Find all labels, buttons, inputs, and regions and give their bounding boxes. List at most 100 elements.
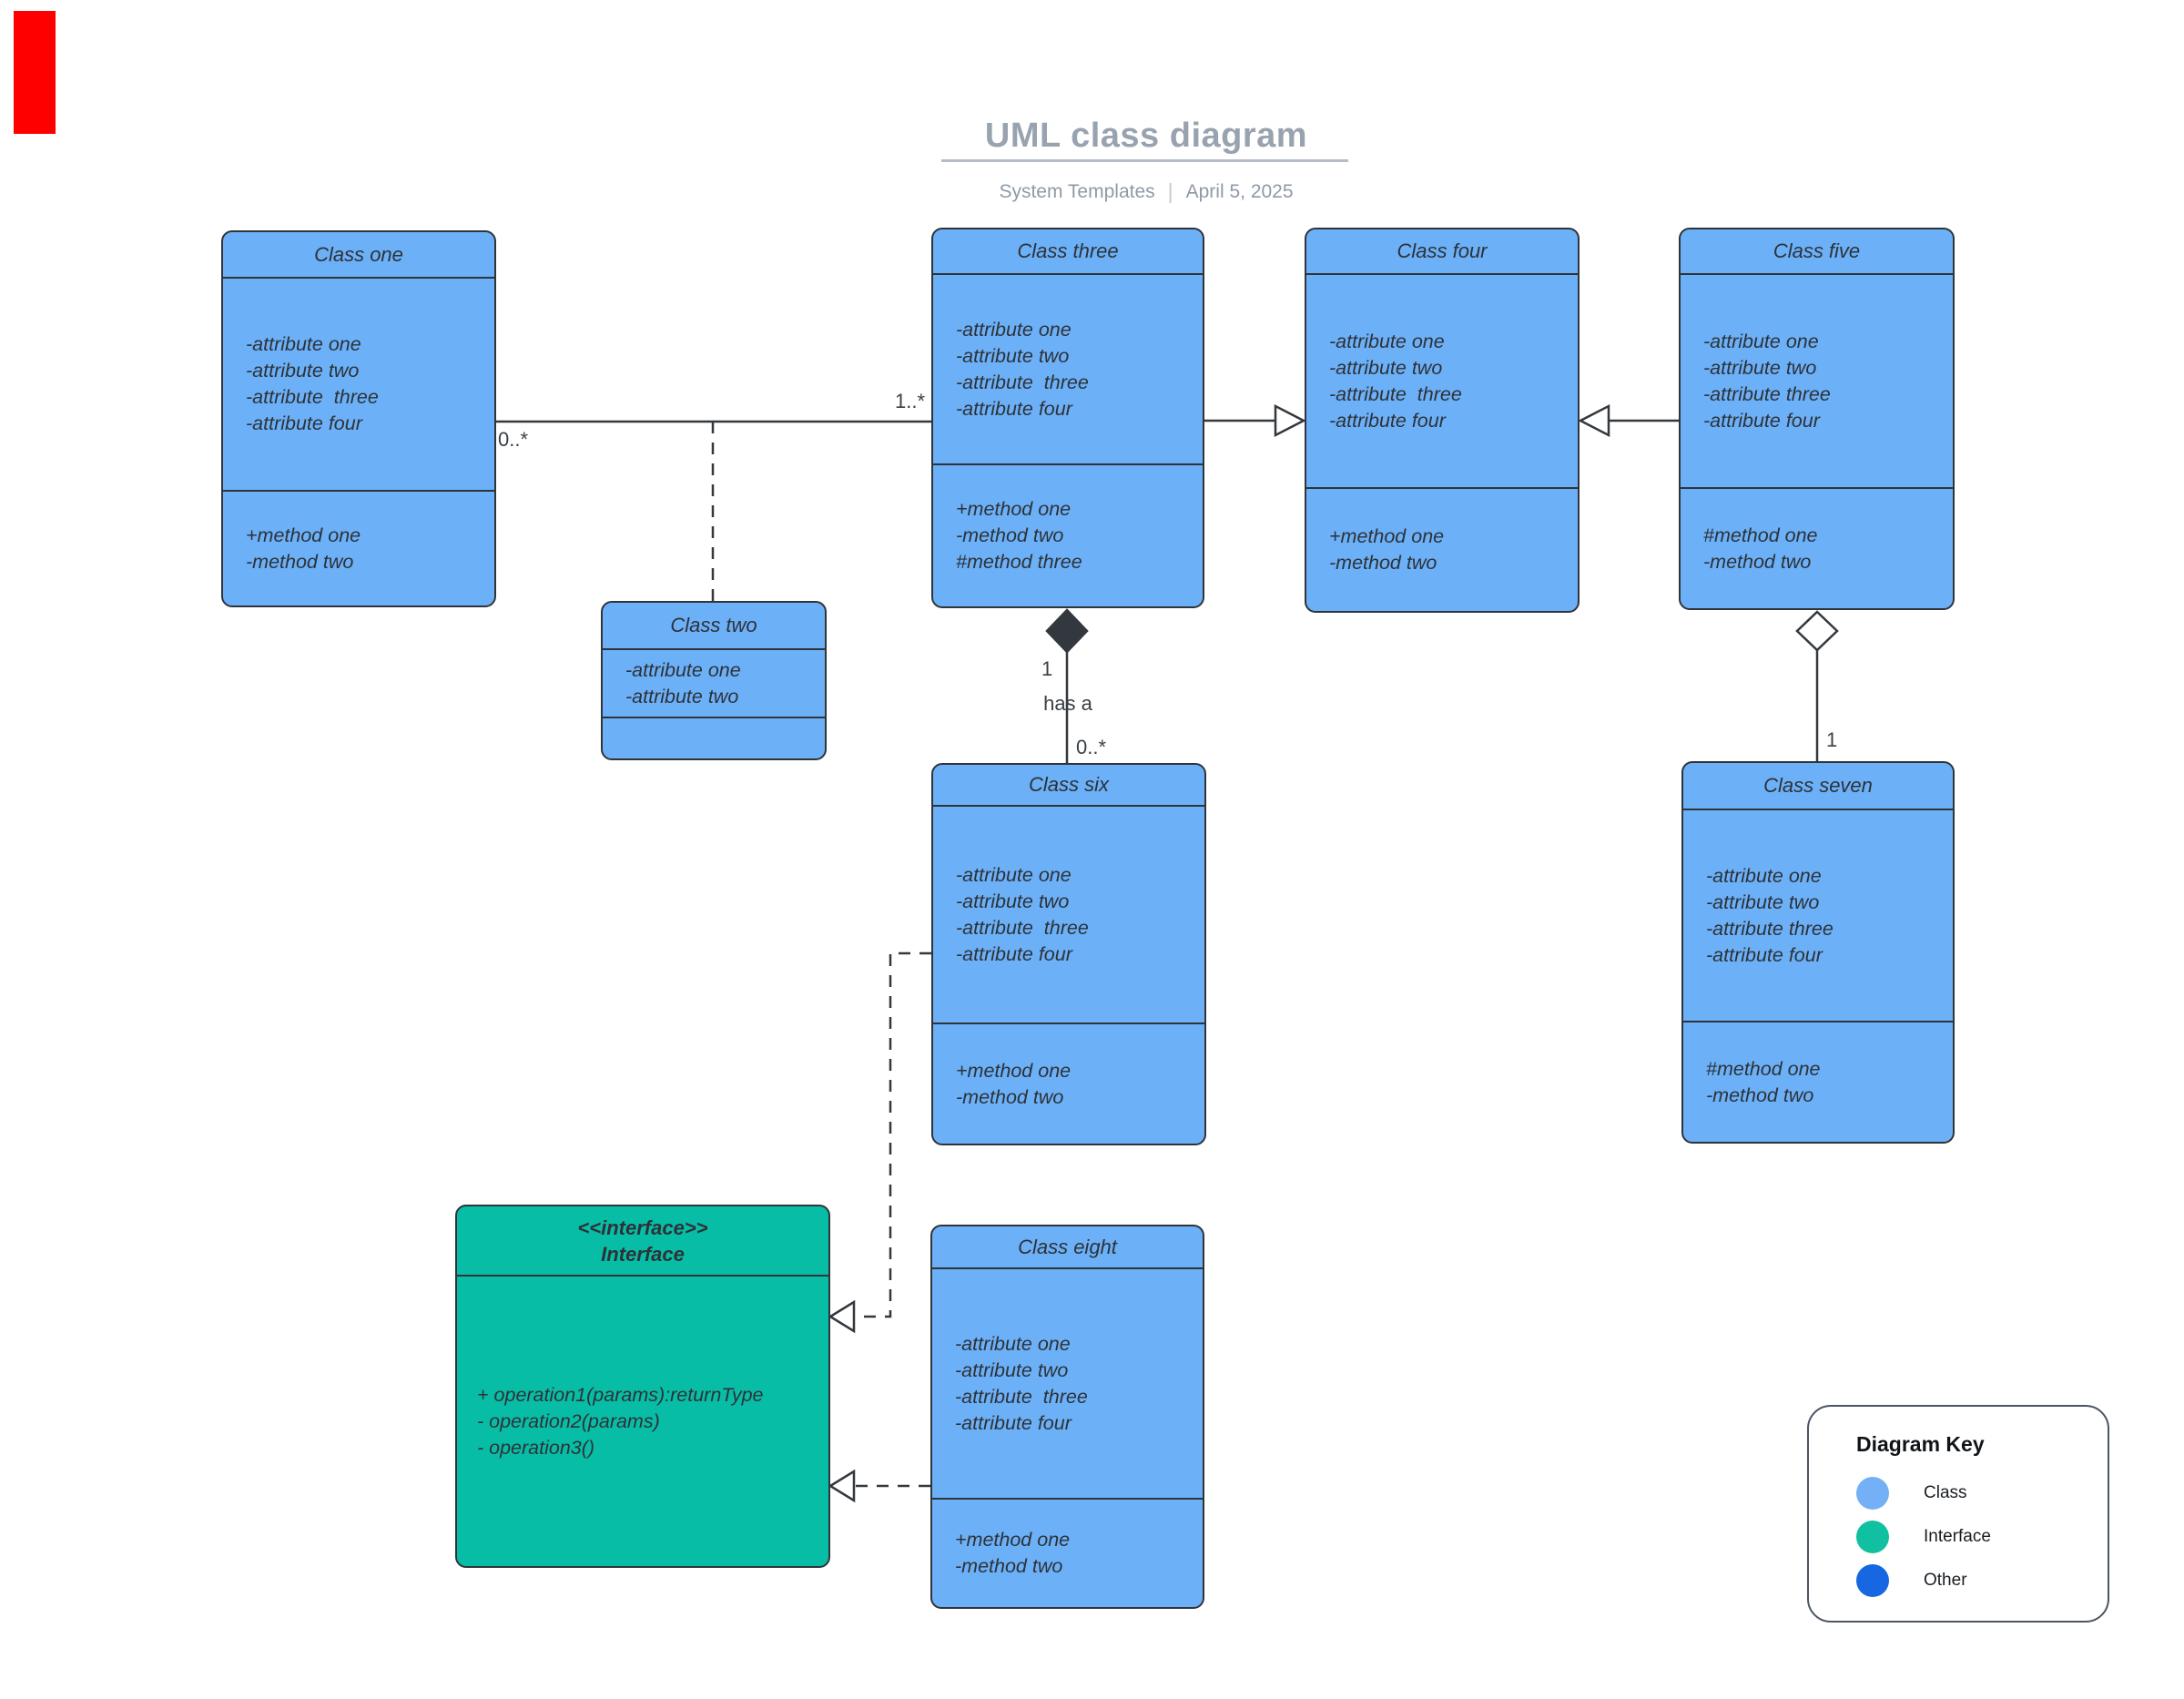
class-attributes: -attribute one -attribute two -attribute t… — [1683, 809, 1953, 1021]
red-marker-rectangle — [14, 11, 56, 134]
text-line: +method one — [956, 1059, 1072, 1082]
text-line: -attribute four — [1706, 943, 1823, 966]
text-line: -attribute one — [1703, 330, 1819, 352]
text-line: -attribute three — [956, 371, 1089, 393]
class-box-class-one[interactable]: Class one -attribute one-attribute two-a… — [221, 230, 496, 607]
text-line: - operation3() — [477, 1436, 595, 1459]
class-box-class-seven[interactable]: Class seven -attribute one -attribute two… — [1681, 761, 1955, 1144]
text-line: -attribute two — [1706, 890, 1820, 913]
text-line: -attribute three — [1703, 382, 1831, 405]
composition-diamond-icon — [1045, 608, 1089, 654]
class-attributes: -attribute one -attribute two -attribute t… — [223, 277, 494, 490]
realization-arrowhead-top — [828, 1299, 856, 1334]
text-line: -attribute three — [956, 916, 1089, 939]
class-title: Class three — [1017, 239, 1119, 262]
diagram-header: UML class diagram System Templates | Apr… — [850, 117, 1442, 204]
text-line: -method two — [1706, 1083, 1814, 1106]
class-attributes: -attribute one -attribute two -attribute t… — [932, 1267, 1203, 1498]
legend-item-other: Other — [1856, 1564, 1967, 1597]
class-title: Class one — [314, 242, 403, 266]
class-box-class-eight[interactable]: Class eight -attribute one -attribute two… — [930, 1225, 1204, 1609]
text-line: -method two — [1329, 552, 1437, 574]
text-line: -attribute four — [1329, 409, 1446, 432]
realization-line-class-six — [854, 951, 931, 1318]
class-attributes: -attribute one -attribute two — [603, 648, 825, 717]
class-box-class-four[interactable]: Class four -attribute one-attribute two-… — [1305, 228, 1580, 613]
text-line: -attribute two — [1329, 356, 1443, 379]
text-line: -attribute three — [246, 386, 379, 408]
text-line: -attribute four — [1703, 409, 1820, 432]
interface-name: Interface — [601, 1242, 685, 1266]
text-line: -attribute one — [956, 863, 1072, 886]
class-methods: +method one -method two — [223, 490, 494, 605]
text-line: -attribute two — [625, 685, 739, 707]
class-box-class-five[interactable]: Class five -attribute one-attribute two-… — [1679, 228, 1955, 610]
interface-color-swatch — [1856, 1521, 1889, 1553]
interface-title: <<interface>> Interface — [457, 1206, 828, 1275]
text-line: +method one — [1329, 525, 1445, 547]
text-line: + operation1(params):returnType — [477, 1383, 764, 1406]
text-line: -attribute four — [246, 412, 362, 434]
multiplicity-association-source: 0..* — [498, 428, 529, 451]
text-line: -attribute two — [246, 360, 360, 382]
class-methods — [603, 717, 825, 758]
class-title: Class five — [1773, 239, 1861, 262]
text-line: #method one — [1706, 1057, 1821, 1080]
text-line: -attribute one — [1706, 864, 1822, 887]
class-methods: #method one -method two — [1683, 1021, 1953, 1142]
legend-item-class: Class — [1856, 1477, 1967, 1510]
text-line: -method two — [1703, 550, 1812, 573]
interface-box[interactable]: <<interface>> Interface + operation1(par… — [455, 1205, 830, 1568]
text-line: -attribute one — [956, 318, 1072, 341]
class-box-class-three[interactable]: Class three -attribute one -attribute two… — [931, 228, 1204, 608]
text-line: -attribute three — [1329, 382, 1462, 405]
text-line: +method one — [955, 1529, 1071, 1551]
class-box-class-two[interactable]: Class two -attribute one-attribute two — [601, 601, 827, 760]
text-line: -attribute three — [1706, 917, 1834, 940]
class-methods: +method one-method two#method three — [933, 463, 1203, 606]
text-line: -attribute two — [956, 344, 1070, 367]
class-methods: #method one -method two — [1681, 487, 1953, 608]
text-line: -attribute two — [1703, 356, 1817, 379]
text-line: +method one — [246, 524, 361, 546]
text-line: -attribute four — [956, 397, 1072, 420]
class-title: Class eight — [1018, 1235, 1117, 1258]
text-line: -method two — [246, 550, 354, 573]
text-line: - operation2(params) — [477, 1409, 660, 1432]
text-line: -attribute one — [625, 658, 741, 681]
text-line: #method one — [1703, 524, 1818, 546]
text-line: -attribute four — [956, 942, 1072, 965]
page-title: UML class diagram — [984, 117, 1308, 155]
text-line: -attribute four — [955, 1411, 1072, 1434]
subtitle-source: System Templates — [999, 180, 1155, 202]
realization-arrowhead-bottom — [828, 1469, 856, 1503]
text-line: -attribute two — [956, 890, 1070, 912]
class-title: Class six — [1028, 773, 1109, 796]
legend-label: Class — [1924, 1483, 1967, 1502]
class-title: Class seven — [1763, 774, 1873, 797]
class-title: Class four — [1397, 239, 1488, 262]
text-line: -attribute one — [955, 1332, 1071, 1355]
interface-operations: + operation1(params):returnType - operati… — [457, 1275, 828, 1566]
text-line: -method two — [956, 524, 1064, 546]
generalization-arrowhead-four-left — [1274, 403, 1306, 438]
legend-label: Other — [1924, 1571, 1967, 1590]
generalization-arrowhead-four-right — [1578, 403, 1610, 438]
class-methods: +method one -method two — [1306, 487, 1578, 611]
class-attributes: -attribute one -attribute two -attribute t… — [1681, 273, 1953, 487]
text-line: -attribute one — [246, 333, 361, 355]
text-line: -method two — [956, 1085, 1064, 1108]
class-color-swatch — [1856, 1477, 1889, 1510]
text-line: -attribute two — [955, 1358, 1069, 1381]
legend-label: Interface — [1924, 1527, 1991, 1546]
multiplicity-aggregation-child: 1 — [1826, 728, 1838, 751]
multiplicity-association-target: 1..* — [895, 390, 926, 412]
text-line: -attribute three — [955, 1385, 1088, 1408]
class-attributes: -attribute one -attribute two -attribute t… — [1306, 273, 1578, 487]
aggregation-diamond-icon — [1795, 610, 1839, 652]
text-line: +method one — [956, 498, 1072, 520]
text-line: -attribute one — [1329, 330, 1445, 352]
class-box-class-six[interactable]: Class six -attribute one -attribute two -a… — [931, 763, 1206, 1145]
